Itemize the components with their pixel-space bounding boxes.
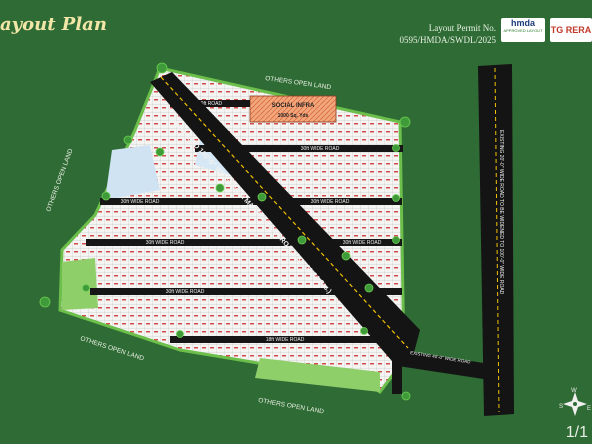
hmda-logo: hmda APPROVED LAYOUT	[501, 18, 545, 42]
existing-road-south	[398, 350, 490, 380]
water-area	[105, 145, 160, 200]
permit-label: Layout Permit No.	[428, 23, 496, 33]
permit-number: 0595/HMDA/SWDL/2025	[399, 35, 497, 45]
road-label: 30ft ROAD	[198, 101, 223, 107]
park-area	[255, 358, 380, 392]
road-label: 30ft WIDE ROAD	[311, 199, 350, 205]
rera-logo: TG RERA	[550, 18, 592, 42]
compass-e: E	[587, 406, 591, 412]
existing-road-east-label: EXISTING 20'-0" WIDE ROAD TO BE WIDENED …	[498, 130, 504, 295]
social-infra-block	[249, 95, 337, 123]
open-land-label-west: OTHERS OPEN LAND	[45, 148, 74, 213]
compass-w: W	[571, 388, 577, 394]
master-plan-road-centerline	[160, 76, 409, 349]
plot-area	[58, 66, 406, 394]
road-label: 30ft WIDE ROAD	[343, 240, 382, 246]
road-label: 30ft WIDE ROAD	[121, 199, 160, 205]
tree-icons	[39, 62, 411, 401]
hmda-logo-text: hmda	[510, 18, 535, 28]
road-label: 30ft WIDE ROAD	[146, 240, 185, 246]
page-title: ayout Plan	[0, 14, 107, 35]
open-land-label-north: OTHERS OPEN LAND	[265, 75, 332, 91]
internal-roads	[86, 100, 403, 343]
hmda-logo-sub: APPROVED LAYOUT	[503, 28, 543, 33]
existing-road-south-spur	[392, 360, 402, 394]
page-indicator: 1/1	[565, 424, 588, 441]
open-land-label-south: OTHERS OPEN LAND	[258, 397, 325, 415]
road-label: 30ft WIDE ROAD	[301, 146, 340, 152]
compass-icon	[563, 392, 587, 416]
road-label: 30ft WIDE ROAD	[166, 289, 205, 295]
open-land-label-southwest: OTHERS OPEN LAND	[79, 335, 145, 362]
social-infra-label: SOCIAL INFRA	[272, 103, 315, 109]
existing-road-east-centerline	[494, 67, 500, 413]
layout-permit: Layout Permit No. 0595/HMDA/SWDL/2025	[400, 22, 497, 46]
social-infra-area: 1000 Sq. Yds	[278, 113, 309, 119]
existing-road-east	[478, 64, 514, 416]
park-area	[62, 258, 98, 310]
master-plan-road	[150, 72, 420, 368]
compass-s: S	[559, 404, 563, 410]
road-label: 18ft WIDE ROAD	[266, 337, 305, 343]
